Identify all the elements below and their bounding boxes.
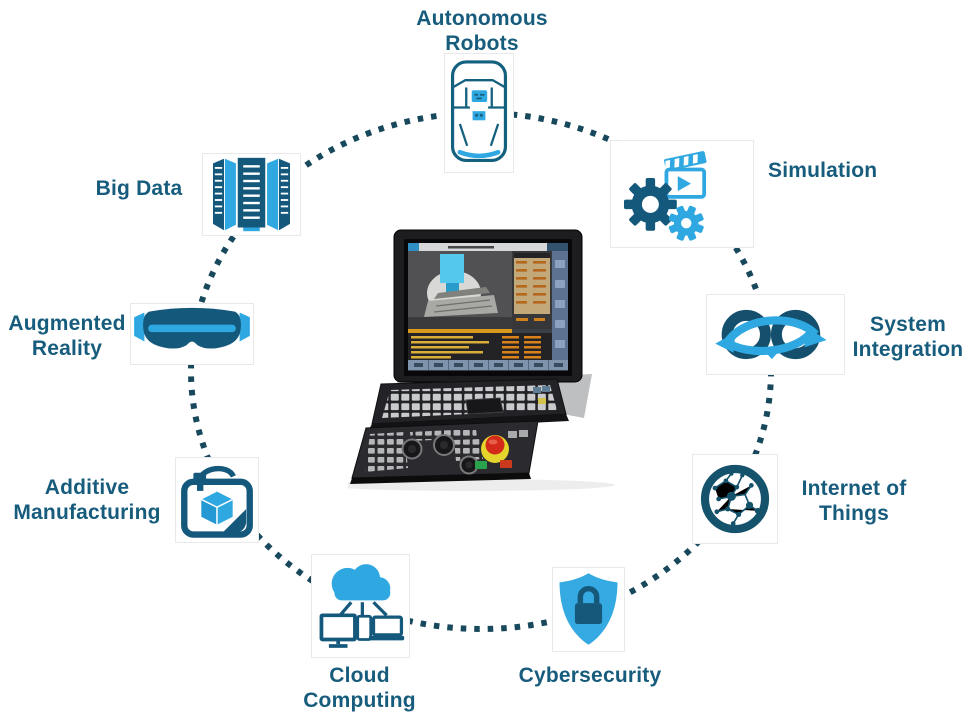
augmented-reality-label: Augmented Reality (8, 312, 126, 360)
cloud-computing-label: Cloud Computing (303, 664, 416, 712)
simulation-icon-card (610, 140, 754, 248)
shield-lock-icon (559, 573, 618, 645)
linked-rings-arrows-icon (715, 309, 827, 360)
big-data-icon-card (202, 153, 301, 236)
additive-manufacturing-label: Additive Manufacturing (13, 476, 161, 524)
operator-panel (350, 420, 539, 484)
cloud-devices-icon (319, 564, 405, 648)
green-start-button (475, 461, 487, 469)
3d-printer-icon (181, 465, 253, 538)
keyboard (371, 378, 567, 425)
internet-of-things-icon-card (692, 454, 778, 544)
emergency-stop-button (481, 435, 509, 463)
internet-of-things-label: Internet of Things (801, 477, 907, 525)
big-data-label: Big Data (95, 177, 183, 200)
cybersecurity-icon-card (552, 567, 625, 652)
cnc-control-panel (325, 222, 648, 492)
network-globe-icon (700, 464, 770, 534)
cybersecurity-label: Cybersecurity (518, 664, 662, 687)
autonomous-robots-label: Autonomous Robots (416, 7, 548, 55)
screen (408, 243, 568, 371)
augmented-reality-icon-card (130, 303, 254, 365)
additive-manufacturing-icon-card (175, 457, 259, 543)
autonomous-robots-icon-card (444, 53, 514, 173)
ar-headset-icon (134, 307, 250, 349)
gears-clapperboard-icon (623, 151, 707, 241)
monitor (393, 229, 583, 383)
system-integration-label: System Integration (852, 313, 964, 361)
simulation-label: Simulation (768, 159, 878, 182)
cloud-computing-icon-card (311, 554, 410, 658)
autonomous-car-icon (450, 60, 508, 163)
red-stop-button (500, 460, 512, 468)
system-integration-icon-card (706, 294, 845, 375)
rotary-knobs (401, 434, 479, 475)
server-stack-icon (213, 157, 290, 232)
